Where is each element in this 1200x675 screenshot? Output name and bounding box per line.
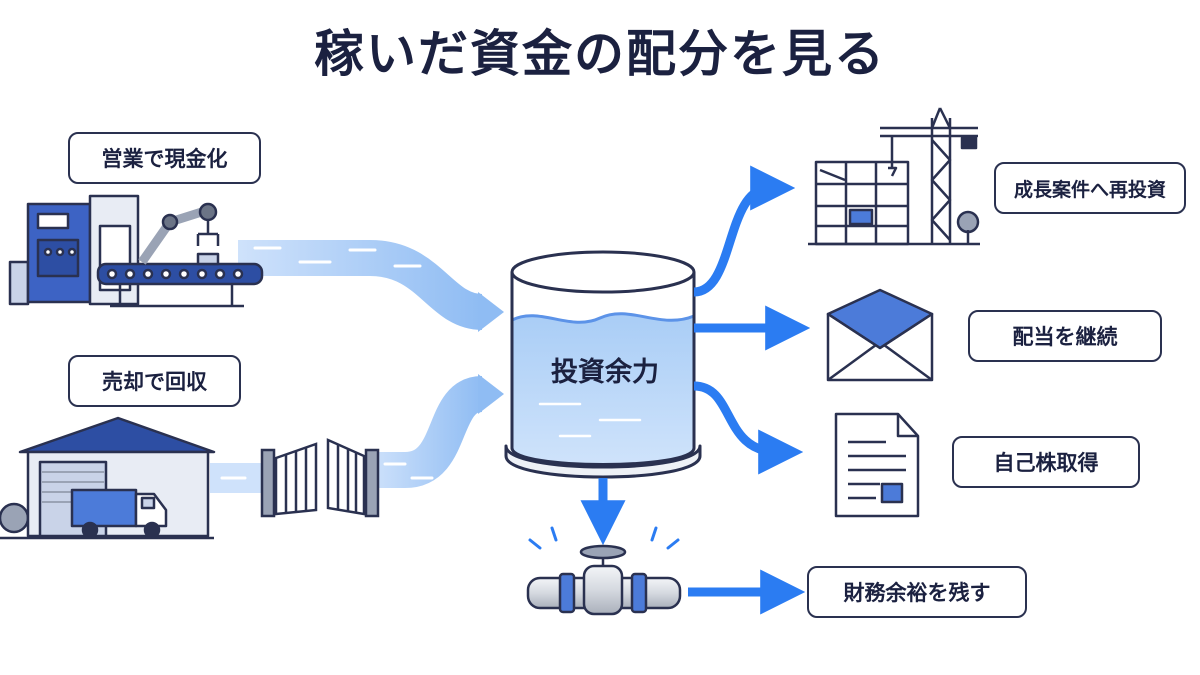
label-financial-reserve: 財務余裕を残す: [807, 566, 1027, 618]
label-operations: 営業で現金化: [68, 132, 261, 184]
outflow-arrow-buyback: [693, 381, 804, 475]
pool-label: 投資余力: [551, 357, 659, 388]
factory-machine-icon: [8, 194, 264, 308]
outflow-arrow-growth: [693, 165, 796, 297]
water-tank-icon: [504, 250, 702, 479]
label-share-buyback: 自己株取得: [952, 436, 1140, 488]
label-growth-reinvestment: 成長案件へ再投資: [994, 162, 1186, 214]
inflow-stream-operations: [238, 240, 504, 332]
inflow-stream-divestment: [210, 374, 504, 493]
pipe-valve-icon: [526, 526, 682, 616]
gate-icon: [260, 438, 380, 518]
construction-crane-icon: [808, 107, 980, 246]
label-divestment: 売却で回収: [68, 355, 241, 407]
warehouse-truck-icon: [0, 416, 216, 540]
label-dividend: 配当を継続: [968, 310, 1162, 362]
document-icon: [834, 412, 920, 518]
page-title: 稼いだ資金の配分を見る: [314, 25, 886, 83]
envelope-icon: [826, 288, 934, 382]
